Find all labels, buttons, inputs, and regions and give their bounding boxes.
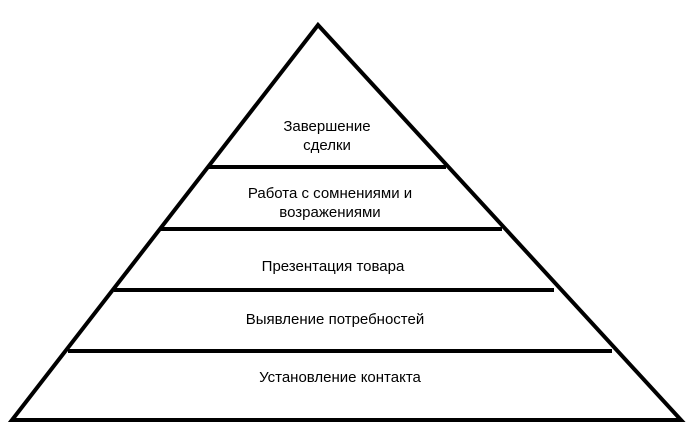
level-5-label: Установление контакта bbox=[140, 368, 540, 387]
level-4-label-line-1: Выявление потребностей bbox=[245, 311, 425, 328]
level-2-label-line-2: возражениями bbox=[279, 204, 381, 221]
level-2-label: Работа с сомнениями и возражениями bbox=[175, 184, 485, 222]
level-1-label: Завершение сделки bbox=[218, 117, 436, 155]
pyramid-outline bbox=[7, 21, 686, 422]
level-3-label: Презентация товара bbox=[170, 257, 496, 276]
level-3-label-line-1: Презентация товара bbox=[261, 258, 405, 275]
level-4-label: Выявление потребностей bbox=[150, 310, 520, 329]
level-1-label-line-1: Завершение bbox=[283, 118, 371, 135]
level-5-label-line-1: Установление контакта bbox=[259, 369, 421, 386]
level-2-label-line-1: Работа с сомнениями и bbox=[247, 185, 413, 202]
level-1-label-line-2: сделки bbox=[303, 137, 351, 154]
